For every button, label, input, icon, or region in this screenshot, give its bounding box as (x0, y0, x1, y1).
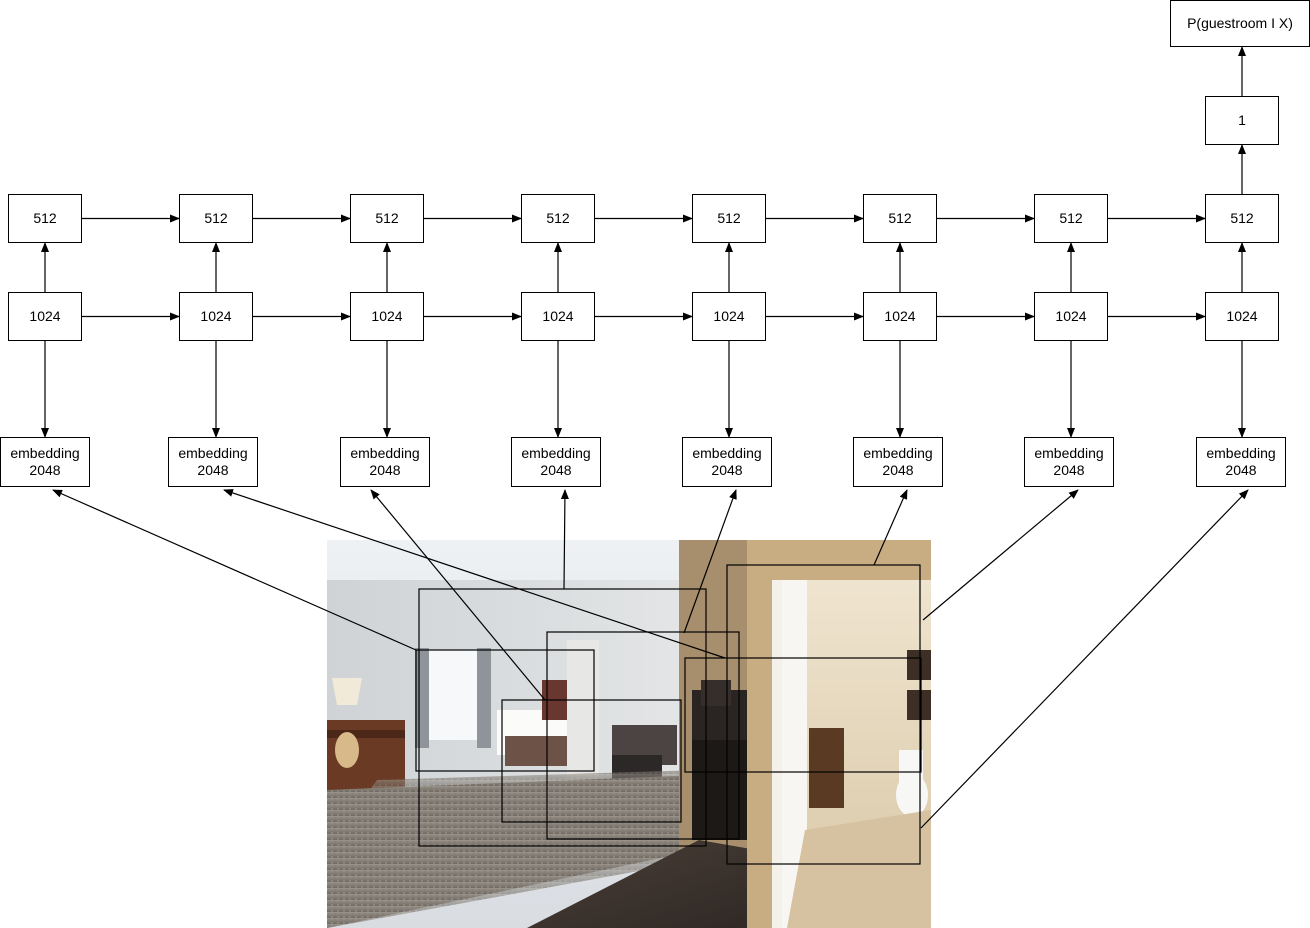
lstm-512-box-2-label: 512 (204, 210, 228, 226)
lstm-512-box-2: 512 (179, 194, 253, 243)
lstm-1024-box-5-label: 1024 (713, 308, 745, 324)
lstm-512-box-4-label: 512 (546, 210, 570, 226)
image-crop-region-5 (726, 564, 921, 865)
embedding-box-4: embedding 2048 (511, 437, 601, 487)
embedding-box-8-label: embedding 2048 (1206, 445, 1276, 478)
image-crop-region-6 (684, 657, 922, 773)
embedding-box-1-label: embedding 2048 (10, 445, 80, 478)
lstm-512-box-5-label: 512 (717, 210, 741, 226)
embedding-box-5-label: embedding 2048 (692, 445, 762, 478)
arrow-crop-to-embedding-3 (370, 489, 546, 701)
arrow-crop-to-embedding-8 (920, 489, 1249, 829)
lstm-512-box-6: 512 (863, 194, 937, 243)
hotel-room-photo (327, 540, 931, 928)
lstm-1024-box-2-label: 1024 (200, 308, 232, 324)
arrow-crop-to-embedding-2 (223, 489, 726, 659)
embedding-box-6-label: embedding 2048 (863, 445, 933, 478)
arrow-crop-to-embedding-5 (683, 489, 737, 634)
arrow-crop-to-embedding-1 (52, 489, 417, 651)
hotel-room-illustration (327, 540, 931, 928)
lstm-512-box-6-label: 512 (888, 210, 912, 226)
dense-1-label: 1 (1238, 112, 1246, 128)
output-probability-box: P(guestroom I X) (1170, 0, 1310, 47)
lstm-1024-box-3: 1024 (350, 292, 424, 341)
lstm-512-box-1: 512 (8, 194, 82, 243)
lstm-1024-box-3-label: 1024 (371, 308, 403, 324)
image-crop-region-4 (546, 631, 740, 840)
lstm-1024-box-7-label: 1024 (1055, 308, 1087, 324)
arrow-crop-to-embedding-7 (922, 489, 1079, 621)
embedding-box-2: embedding 2048 (168, 437, 258, 487)
lstm-1024-box-6: 1024 (863, 292, 937, 341)
embedding-box-3: embedding 2048 (340, 437, 430, 487)
lstm-512-box-8-label: 512 (1230, 210, 1254, 226)
lstm-1024-box-2: 1024 (179, 292, 253, 341)
embedding-box-1: embedding 2048 (0, 437, 90, 487)
lstm-512-box-3-label: 512 (375, 210, 399, 226)
embedding-box-2-label: embedding 2048 (178, 445, 248, 478)
lstm-1024-box-8: 1024 (1205, 292, 1279, 341)
embedding-box-5: embedding 2048 (682, 437, 772, 487)
embedding-box-4-label: embedding 2048 (521, 445, 591, 478)
lstm-512-box-4: 512 (521, 194, 595, 243)
lstm-512-box-1-label: 512 (33, 210, 57, 226)
lstm-1024-box-1-label: 1024 (29, 308, 61, 324)
lstm-512-box-3: 512 (350, 194, 424, 243)
output-probability-label: P(guestroom I X) (1187, 15, 1293, 31)
lstm-1024-box-1: 1024 (8, 292, 82, 341)
arrow-crop-to-embedding-6 (873, 489, 908, 566)
lstm-1024-box-8-label: 1024 (1226, 308, 1258, 324)
lstm-1024-box-4-label: 1024 (542, 308, 574, 324)
lstm-512-box-7-label: 512 (1059, 210, 1083, 226)
lstm-512-box-8: 512 (1205, 194, 1279, 243)
dense-1-box: 1 (1205, 96, 1279, 145)
lstm-512-box-7: 512 (1034, 194, 1108, 243)
arrow-crop-to-embedding-4 (560, 489, 569, 590)
embedding-box-8: embedding 2048 (1196, 437, 1286, 487)
image-crop-region-3 (501, 699, 682, 823)
embedding-box-3-label: embedding 2048 (350, 445, 420, 478)
lstm-512-box-5: 512 (692, 194, 766, 243)
image-crop-region-2 (418, 588, 707, 847)
lstm-1024-box-4: 1024 (521, 292, 595, 341)
embedding-box-7-label: embedding 2048 (1034, 445, 1104, 478)
lstm-1024-box-6-label: 1024 (884, 308, 916, 324)
lstm-1024-box-7: 1024 (1034, 292, 1108, 341)
embedding-box-6: embedding 2048 (853, 437, 943, 487)
embedding-box-7: embedding 2048 (1024, 437, 1114, 487)
image-crop-region-1 (415, 649, 595, 772)
lstm-1024-box-5: 1024 (692, 292, 766, 341)
